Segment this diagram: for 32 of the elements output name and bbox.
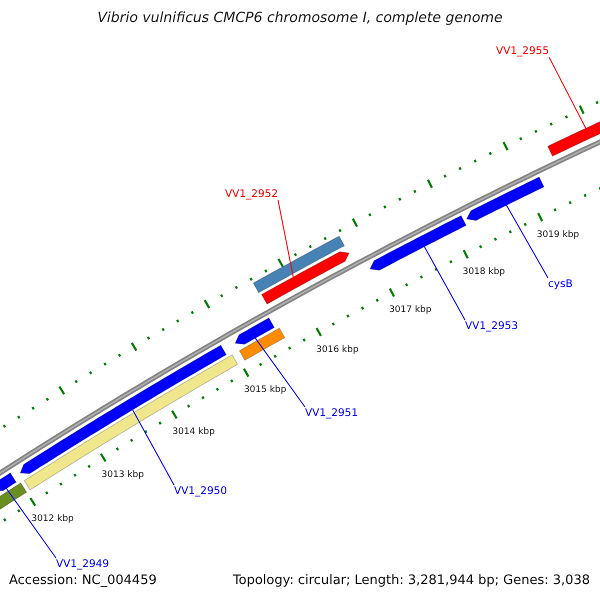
gene-label: VV1_2955 — [496, 45, 550, 58]
gene-bar — [234, 317, 275, 345]
leader-line — [254, 338, 306, 408]
scale-label: 3018 kbp — [462, 266, 505, 278]
genome-stats-text: Topology: circular; Length: 3,281,944 bp; Genes: 3,038 — [232, 574, 590, 589]
gene-bar — [0, 472, 17, 492]
scale-label: 3017 kbp — [389, 304, 432, 316]
feature-bar — [238, 328, 286, 361]
leader-line — [424, 246, 466, 320]
leader-line — [278, 200, 294, 278]
gene-label: VV1_2950 — [174, 485, 228, 498]
gene-label: cysB — [548, 278, 573, 290]
gene-label: VV1_2953 — [465, 320, 518, 332]
scale-label: 3016 kbp — [316, 344, 359, 355]
feature-bar — [0, 482, 28, 511]
scale-label: 3015 kbp — [244, 384, 286, 396]
accession-text: Accession: NC_004459 — [9, 574, 157, 589]
gene-label: VV1_2949 — [56, 558, 110, 570]
gene-bar — [466, 176, 545, 221]
scale-label: 3019 kbp — [536, 230, 580, 240]
leader-line — [548, 56, 586, 129]
leader-line — [506, 204, 548, 278]
leader-line — [132, 409, 174, 486]
scale-label: 3014 kbp — [172, 426, 215, 437]
scale-label: 3012 kbp — [31, 514, 74, 524]
diagram-title: Vibrio vulnificus CMCP6 chromosome I, complete genome — [97, 10, 503, 26]
gene-bar — [261, 251, 350, 305]
feature-bar — [252, 236, 345, 294]
scale-label: 3013 kbp — [102, 469, 144, 480]
gene-label: VV1_2951 — [305, 407, 358, 420]
leader-line — [6, 488, 56, 558]
gene-label: VV1_2952 — [225, 188, 278, 200]
